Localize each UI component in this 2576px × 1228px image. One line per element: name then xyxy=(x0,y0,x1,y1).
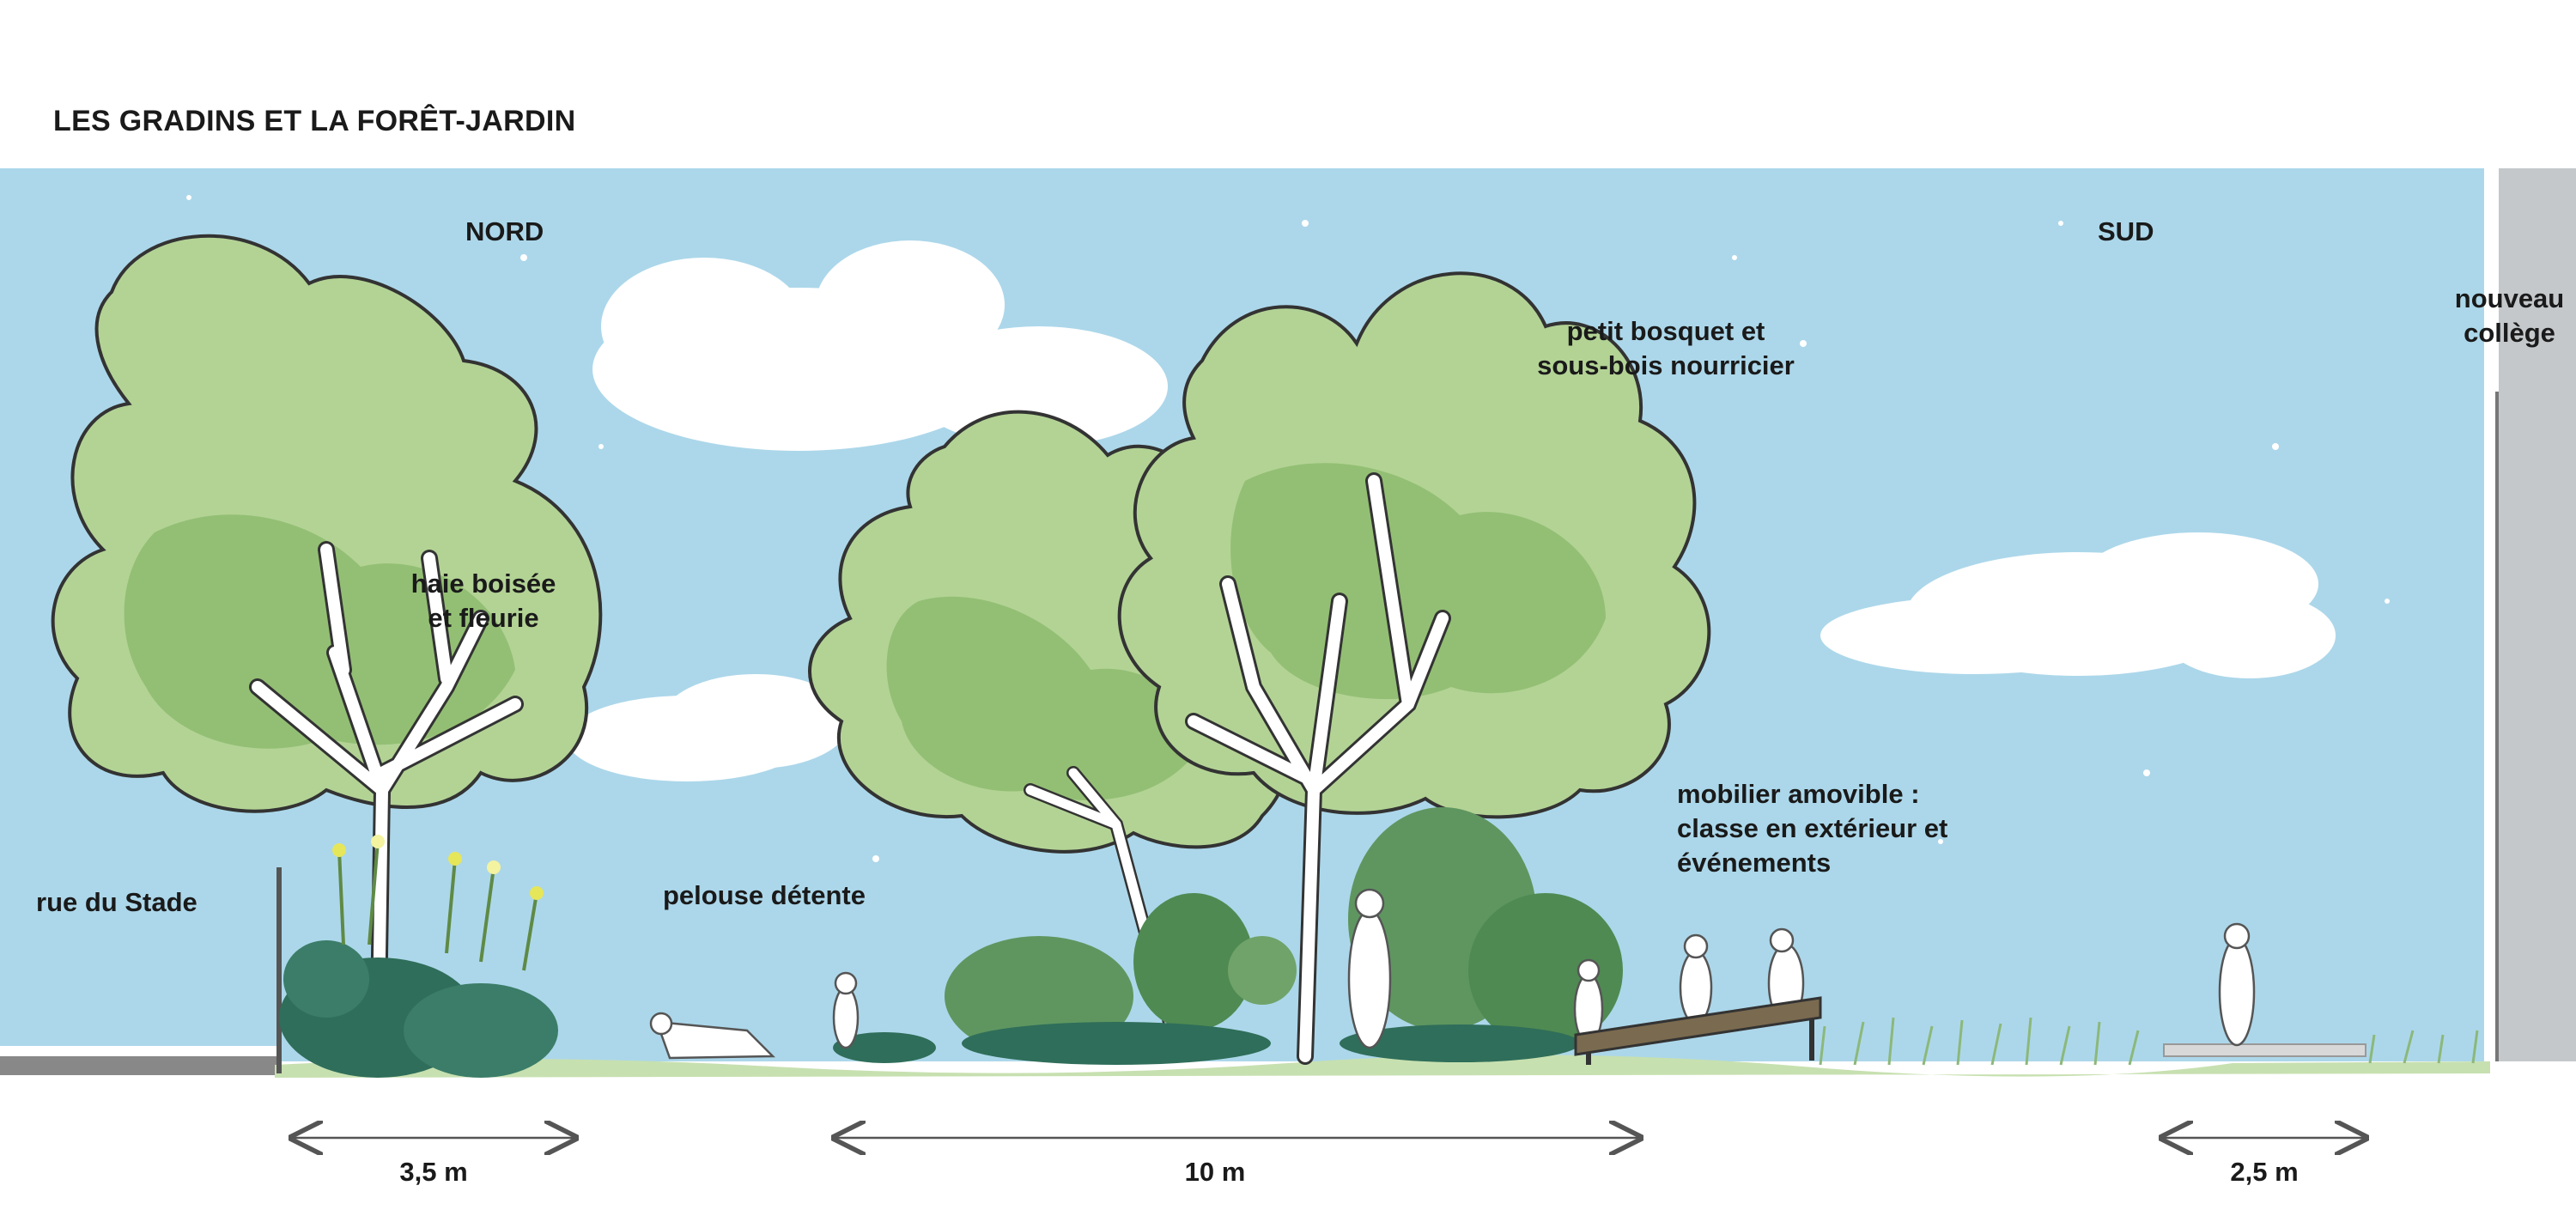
label-south: SUD xyxy=(2098,216,2154,246)
label-north: NORD xyxy=(465,216,544,246)
hedge-shrubs xyxy=(279,835,558,1078)
people-figures xyxy=(649,888,2256,1060)
cloud-right xyxy=(1820,532,2336,678)
page-title: LES GRADINS ET LA FORÊT-JARDIN xyxy=(53,105,576,137)
dimension-center: 10 m xyxy=(1184,1157,1246,1187)
label-lawn: pelouse détente xyxy=(663,880,866,910)
left-tree xyxy=(51,234,603,1073)
label-furniture: mobilier amovible :classe en extérieur e… xyxy=(1677,779,1948,878)
paved-path xyxy=(2163,1043,2366,1057)
label-street: rue du Stade xyxy=(36,887,197,917)
grove-tree-front xyxy=(1024,271,1711,1065)
understory-shrubs xyxy=(833,807,1623,1065)
ground-grass xyxy=(275,1055,2490,1078)
meadow-grass xyxy=(1819,1017,2479,1066)
dimension-right: 2,5 m xyxy=(2230,1157,2299,1187)
college-building xyxy=(2499,168,2576,1061)
movable-bench xyxy=(1574,996,1822,1065)
dimension-left: 3,5 m xyxy=(399,1157,468,1187)
street-sidewalk xyxy=(0,1056,279,1075)
cloud-left xyxy=(567,240,1168,781)
